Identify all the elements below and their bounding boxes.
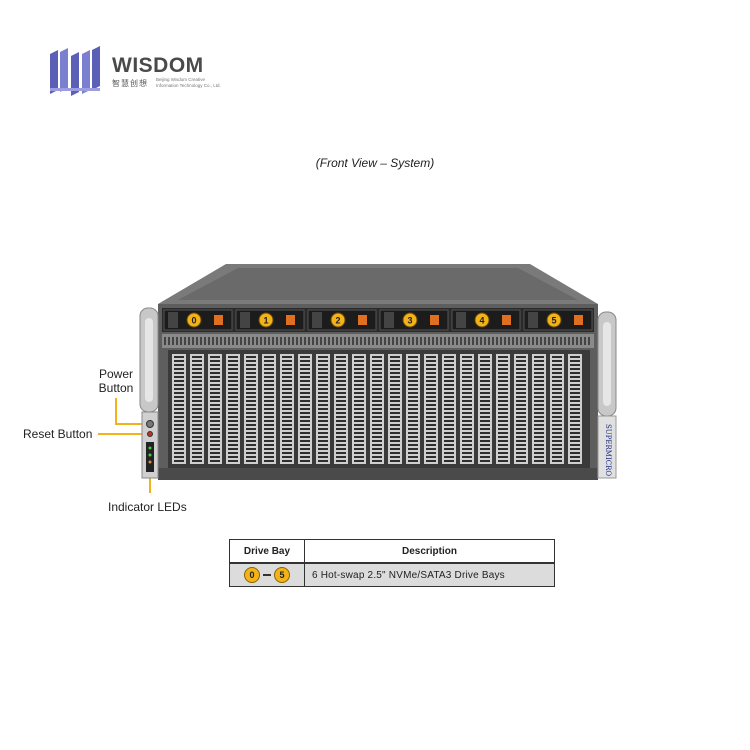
drive-latch-icon <box>214 315 223 325</box>
drive-bay-badge-icon <box>402 312 418 328</box>
power-button-label-line1: Power <box>98 367 133 381</box>
table-header-row: Drive Bay Description <box>229 539 555 564</box>
drive-bay-number: 4 <box>479 316 484 326</box>
drive-bay-5[interactable]: 5 <box>523 309 593 331</box>
range-dash <box>263 574 271 576</box>
drive-latch-icon <box>358 315 367 325</box>
logo-chinese-name: 智慧创想 <box>112 79 148 88</box>
company-logo: WISDOM 智慧创想 Beijing Wisdom Creative Info… <box>46 46 236 98</box>
drive-bay-badge-icon <box>474 312 490 328</box>
indicator-leds-icon <box>146 442 154 472</box>
drive-bay-badge-icon <box>258 312 274 328</box>
drive-bay-number: 1 <box>263 316 268 326</box>
drive-bay-number: 2 <box>335 316 340 326</box>
drive-bay-badge-icon <box>546 312 562 328</box>
power-button-icon <box>146 420 154 428</box>
bay-badge-from: 0 <box>244 567 260 583</box>
figure-caption: (Front View – System) <box>315 156 435 170</box>
wisdom-logo-icon <box>50 46 100 96</box>
drive-bay-number: 5 <box>551 316 556 326</box>
reset-button-icon <box>147 431 153 437</box>
drive-bay-badge-icon <box>186 312 202 328</box>
drive-bay-0[interactable]: 0 <box>163 309 233 331</box>
drive-bay-1[interactable]: 1 <box>235 309 305 331</box>
side-brand-text: SUPERMICRO <box>604 424 612 476</box>
logo-wordmark: WISDOM <box>112 54 204 77</box>
drive-bay-2[interactable]: 2 <box>307 309 377 331</box>
drive-bay-description: 6 Hot-swap 2.5" NVMe/SATA3 Drive Bays <box>304 562 555 587</box>
power-button-label: Power Button <box>96 367 136 395</box>
logo-english-name: Beijing Wisdom Creative Information Tech… <box>156 77 221 88</box>
reset-button-label: Reset Button <box>23 427 93 441</box>
drive-latch-icon <box>574 315 583 325</box>
drive-bay-4[interactable]: 4 <box>451 309 521 331</box>
drive-latch-icon <box>430 315 439 325</box>
drive-latch-icon <box>286 315 295 325</box>
power-callout-line <box>115 398 146 425</box>
header-description: Description <box>304 539 555 564</box>
drive-latch-icon <box>502 315 511 325</box>
drive-bay-number: 3 <box>407 316 412 326</box>
drive-bay-number: 0 <box>191 316 196 326</box>
drive-bay-3[interactable]: 3 <box>379 309 449 331</box>
drive-bay-badge-icon <box>330 312 346 328</box>
header-drive-bay: Drive Bay <box>229 539 305 564</box>
server-front-view: SUPERMICRO 0 1 2 3 4 5 <box>139 264 617 480</box>
bay-badge-to: 5 <box>274 567 290 583</box>
indicator-leds-label: Indicator LEDs <box>108 500 187 514</box>
brand-panel <box>597 415 617 479</box>
power-button-label-line2: Button <box>98 381 134 395</box>
